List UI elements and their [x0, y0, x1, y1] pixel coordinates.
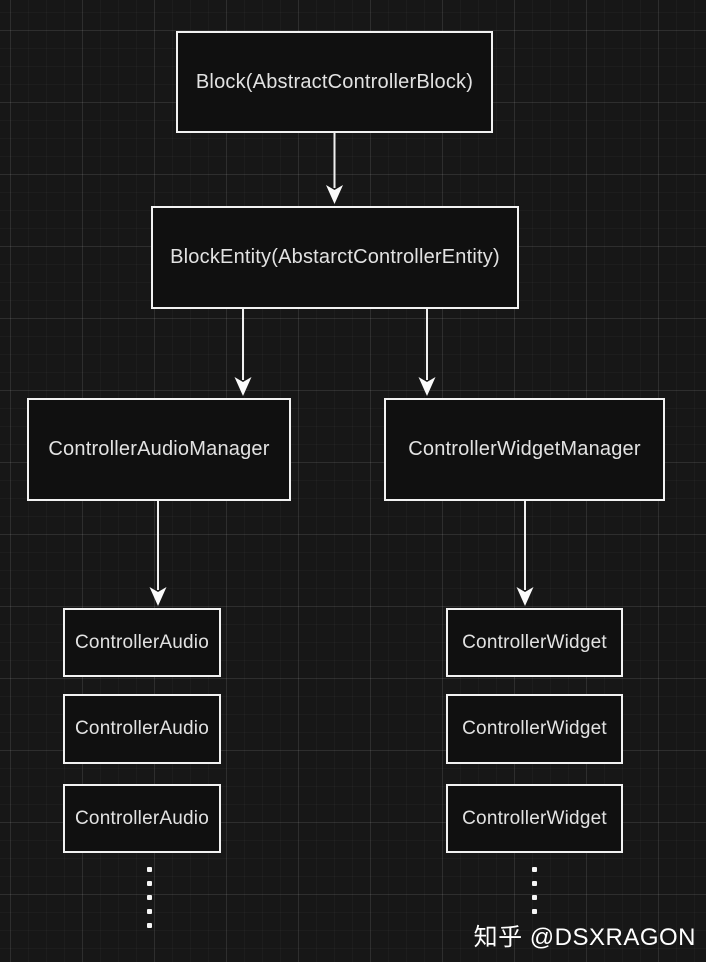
arrow-audiomanager-to-audio	[149, 501, 167, 606]
arrow-block-to-blockentity	[326, 133, 343, 204]
node-controller-audio-2: ControllerAudio	[63, 694, 221, 764]
arrow-blockentity-to-audiomanager	[234, 309, 252, 396]
arrow-widgetmanager-to-widget	[516, 501, 534, 606]
ellipsis-dot	[147, 909, 152, 914]
node-controller-widget-2: ControllerWidget	[446, 694, 623, 764]
ellipsis-dot	[147, 881, 152, 886]
node-block-entity: BlockEntity(AbstarctControllerEntity)	[151, 206, 519, 309]
ellipsis-dot	[147, 923, 152, 928]
ellipsis-dot	[532, 909, 537, 914]
node-controller-audio-3: ControllerAudio	[63, 784, 221, 853]
node-controller-audio-manager: ControllerAudioManager	[27, 398, 291, 501]
arrow-blockentity-to-widgetmanager	[418, 309, 436, 396]
ellipsis-dot	[147, 867, 152, 872]
node-controller-audio-1: ControllerAudio	[63, 608, 221, 677]
ellipsis-dot	[532, 895, 537, 900]
ellipsis-dot	[147, 895, 152, 900]
node-block: Block(AbstractControllerBlock)	[176, 31, 493, 133]
zhihu-watermark: 知乎 @DSXRAGON	[473, 924, 696, 951]
node-controller-widget-3: ControllerWidget	[446, 784, 623, 853]
ellipsis-dot	[532, 867, 537, 872]
ellipsis-dot	[532, 881, 537, 886]
node-controller-widget-1: ControllerWidget	[446, 608, 623, 677]
node-controller-widget-manager: ControllerWidgetManager	[384, 398, 665, 501]
